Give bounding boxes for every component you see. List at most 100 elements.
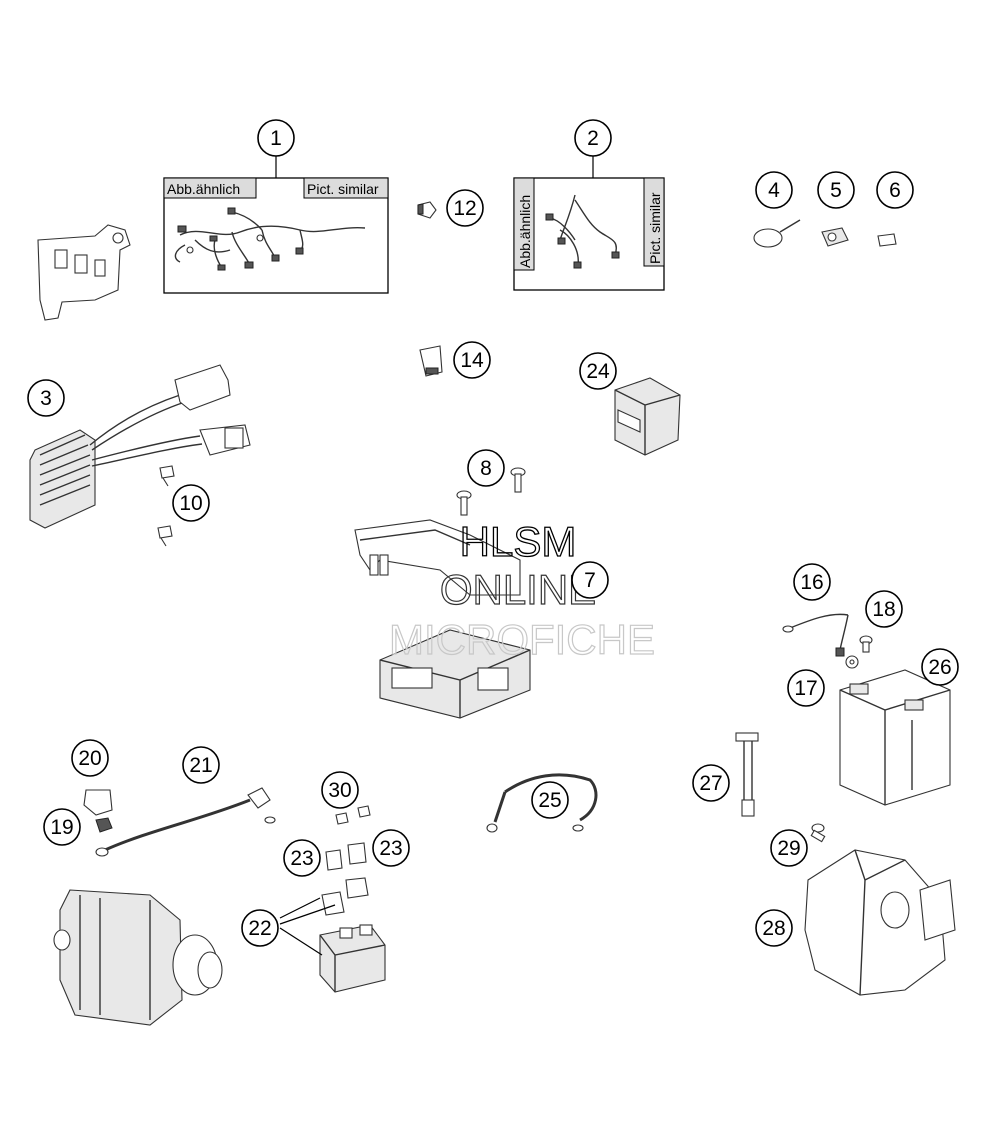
callout-label: 22 <box>248 917 271 940</box>
sub-wiring-harness <box>545 194 620 269</box>
callout-circle <box>865 590 903 628</box>
callout-6: 6 <box>876 171 914 209</box>
callout-7: 7 <box>571 561 609 599</box>
box-2-label-right-bg <box>643 177 665 267</box>
callout-circle <box>453 341 491 379</box>
callout-label: 8 <box>480 457 492 480</box>
ground-cable <box>782 613 849 657</box>
callout-circle <box>372 829 410 867</box>
callout-label: 3 <box>40 387 52 410</box>
callout-label: 27 <box>699 772 722 795</box>
battery-box-screw <box>810 823 826 843</box>
wiring-harness-box: Abb.ähnlich Pict. similar <box>163 177 389 294</box>
callout-label: 21 <box>189 754 212 777</box>
callout-20: 20 <box>71 739 109 777</box>
starter-cable <box>95 787 276 857</box>
cable-tie <box>753 219 801 248</box>
callout-label: 25 <box>538 789 561 812</box>
callout-3: 3 <box>27 379 65 417</box>
callout-23: 23 <box>283 839 321 877</box>
ground-screw <box>859 635 873 653</box>
box-2-label-left-bg <box>513 177 535 271</box>
callout-label: 23 <box>290 847 313 870</box>
callout-label: 7 <box>584 569 596 592</box>
callout-circle <box>172 484 210 522</box>
callout-circle <box>787 669 825 707</box>
watermark-line-2: ONLINE <box>440 566 596 613</box>
hose-clip <box>877 233 897 247</box>
battery-strap <box>735 732 759 817</box>
regulator-bolts <box>157 465 175 547</box>
starter-relay <box>319 924 386 993</box>
callout-18: 18 <box>865 590 903 628</box>
voltage-regulator <box>29 364 251 529</box>
callout-17: 17 <box>787 669 825 707</box>
callout-21: 21 <box>182 746 220 784</box>
callout-circle <box>43 808 81 846</box>
callout-5: 5 <box>817 171 855 209</box>
callout-24: 24 <box>579 352 617 390</box>
callout-label: 14 <box>460 349 484 372</box>
callout-circle <box>770 829 808 867</box>
fuse-holders <box>321 877 369 916</box>
callout-label: 23 <box>379 837 402 860</box>
callout-circle <box>182 746 220 784</box>
callout-23: 23 <box>372 829 410 867</box>
callout-label: 20 <box>78 747 101 770</box>
callout-circle <box>467 449 505 487</box>
callout-circle <box>283 839 321 877</box>
callout-circle <box>241 909 279 947</box>
callout-1: 1 <box>257 119 295 157</box>
callout-circle <box>876 171 914 209</box>
callout-label: 4 <box>768 179 780 202</box>
box-1-label-left-bg <box>163 177 257 199</box>
callout-circle <box>257 119 295 157</box>
fuse-clips <box>335 805 371 825</box>
callout-circle <box>571 561 609 599</box>
callout-circle <box>71 739 109 777</box>
callout-circle <box>755 909 793 947</box>
nut <box>95 817 113 833</box>
flasher-relay <box>614 377 681 456</box>
callout-14: 14 <box>453 341 491 379</box>
box-1-label-right: Pict. similar <box>307 181 379 197</box>
callout-16: 16 <box>793 563 831 601</box>
watermark-line-1: HLSM <box>460 518 577 565</box>
callout-label: 2 <box>587 127 599 150</box>
callout-circle <box>321 771 359 809</box>
callout-circle <box>574 119 612 157</box>
callout-4: 4 <box>755 171 793 209</box>
battery <box>839 669 951 806</box>
small-connector <box>419 345 443 377</box>
callout-25: 25 <box>531 781 569 819</box>
ecu-unit <box>379 629 531 719</box>
callout-27: 27 <box>692 764 730 802</box>
washer <box>845 655 859 669</box>
callout-label: 1 <box>270 127 282 150</box>
callout-circle <box>579 352 617 390</box>
callout-circle <box>692 764 730 802</box>
callout-label: 17 <box>794 677 817 700</box>
bulb <box>417 201 437 219</box>
box-1-label-right-bg <box>303 177 389 199</box>
callout-26: 26 <box>921 648 959 686</box>
callout-label: 19 <box>50 816 73 839</box>
watermark: HLSM ONLINE MICROFICHE <box>388 517 655 663</box>
callout-19: 19 <box>43 808 81 846</box>
mounting-bracket <box>37 224 131 321</box>
callout-circle <box>817 171 855 209</box>
callout-circle <box>793 563 831 601</box>
box-1-label-left: Abb.ähnlich <box>167 181 240 197</box>
box-2-label-right: Pict. similar <box>647 192 663 264</box>
callout-label: 5 <box>830 179 842 202</box>
callout-22: 22 <box>241 909 279 947</box>
fuses <box>325 842 367 871</box>
callout-2: 2 <box>574 119 612 157</box>
callout-28: 28 <box>755 909 793 947</box>
callout-30: 30 <box>321 771 359 809</box>
rubber-cap <box>83 789 113 816</box>
callout-10: 10 <box>172 484 210 522</box>
